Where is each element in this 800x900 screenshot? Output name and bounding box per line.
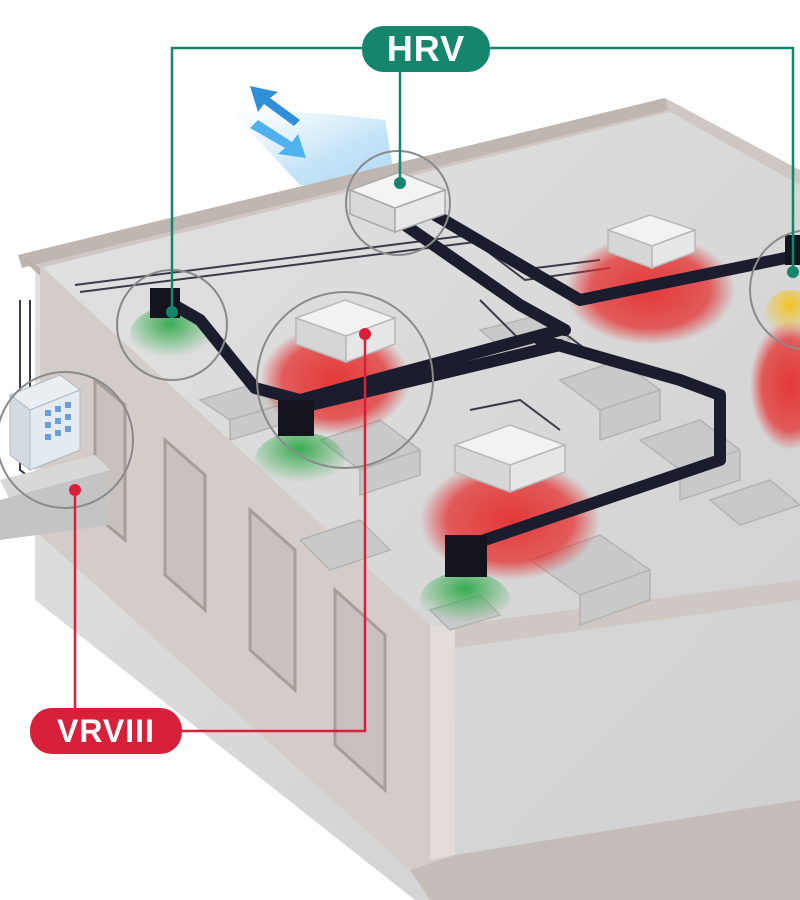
window-row (93, 376, 387, 794)
airflow-arrow-icon (250, 86, 306, 158)
indoor-cassette-icon (293, 214, 698, 494)
back-wall (18, 98, 800, 268)
vrv-callout-lines (73, 334, 367, 733)
hrv-callout-lines (170, 46, 795, 312)
cooling-zone (750, 320, 800, 450)
fresh-air-zone (420, 572, 510, 628)
fresh-air-zone (255, 432, 345, 488)
hrv-unit-icon (347, 171, 448, 234)
exhaust-zone (765, 290, 800, 340)
vrv-label: VRVIII (30, 708, 182, 754)
outdoor-unit-icon (0, 374, 110, 540)
hrv-label: HRV (362, 26, 490, 72)
ventilation-duct (159, 206, 800, 551)
